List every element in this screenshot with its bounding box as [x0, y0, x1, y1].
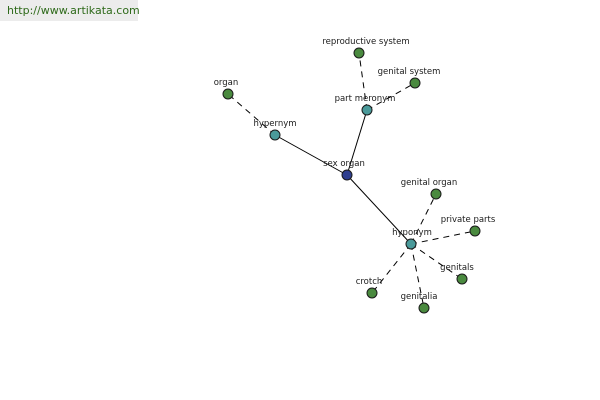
edge-part-meronym-genital-system [366, 82, 416, 111]
edge-part-meronym-reproductive-system [358, 52, 368, 111]
node-hyponym[interactable] [405, 238, 417, 250]
node-genitals[interactable] [456, 273, 468, 285]
label-part-meronym[interactable]: part meronym [335, 94, 396, 104]
edge-sex-organ-hypernym [274, 134, 348, 176]
label-genitalia[interactable]: genitalia [401, 292, 438, 302]
node-genitalia[interactable] [418, 302, 430, 314]
label-organ[interactable]: organ [214, 78, 239, 88]
label-crotch[interactable]: crotch [356, 277, 383, 287]
label-sex-organ[interactable]: sex organ [323, 159, 365, 169]
label-genital-organ[interactable]: genital organ [401, 178, 458, 188]
label-hypernym[interactable]: hypernym [253, 119, 296, 129]
label-genital-system[interactable]: genital system [378, 67, 441, 77]
label-genitals[interactable]: genitals [440, 263, 474, 273]
node-genital-organ[interactable] [430, 188, 442, 200]
node-crotch[interactable] [366, 287, 378, 299]
node-layer [222, 47, 481, 314]
site-url-banner[interactable]: http://www.artikata.com [0, 0, 140, 21]
node-sex-organ[interactable] [341, 169, 353, 181]
label-layer: organ reproductive system genital system ge… [214, 37, 496, 302]
edge-layer [227, 52, 476, 309]
node-genital-system[interactable] [409, 77, 421, 89]
label-reproductive-system[interactable]: reproductive system [322, 37, 409, 47]
node-organ[interactable] [222, 88, 234, 100]
edge-sex-organ-part-meronym [346, 109, 368, 176]
node-hypernym[interactable] [269, 129, 281, 141]
label-hyponym[interactable]: hyponym [392, 228, 432, 238]
label-private-parts[interactable]: private parts [441, 215, 496, 225]
edge-hyponym-genital-organ [410, 193, 437, 245]
node-reproductive-system[interactable] [353, 47, 365, 59]
node-private-parts[interactable] [469, 225, 481, 237]
edge-sex-organ-hyponym [346, 174, 412, 245]
edge-hyponym-genitals [410, 243, 463, 280]
node-part-meronym[interactable] [361, 104, 373, 116]
